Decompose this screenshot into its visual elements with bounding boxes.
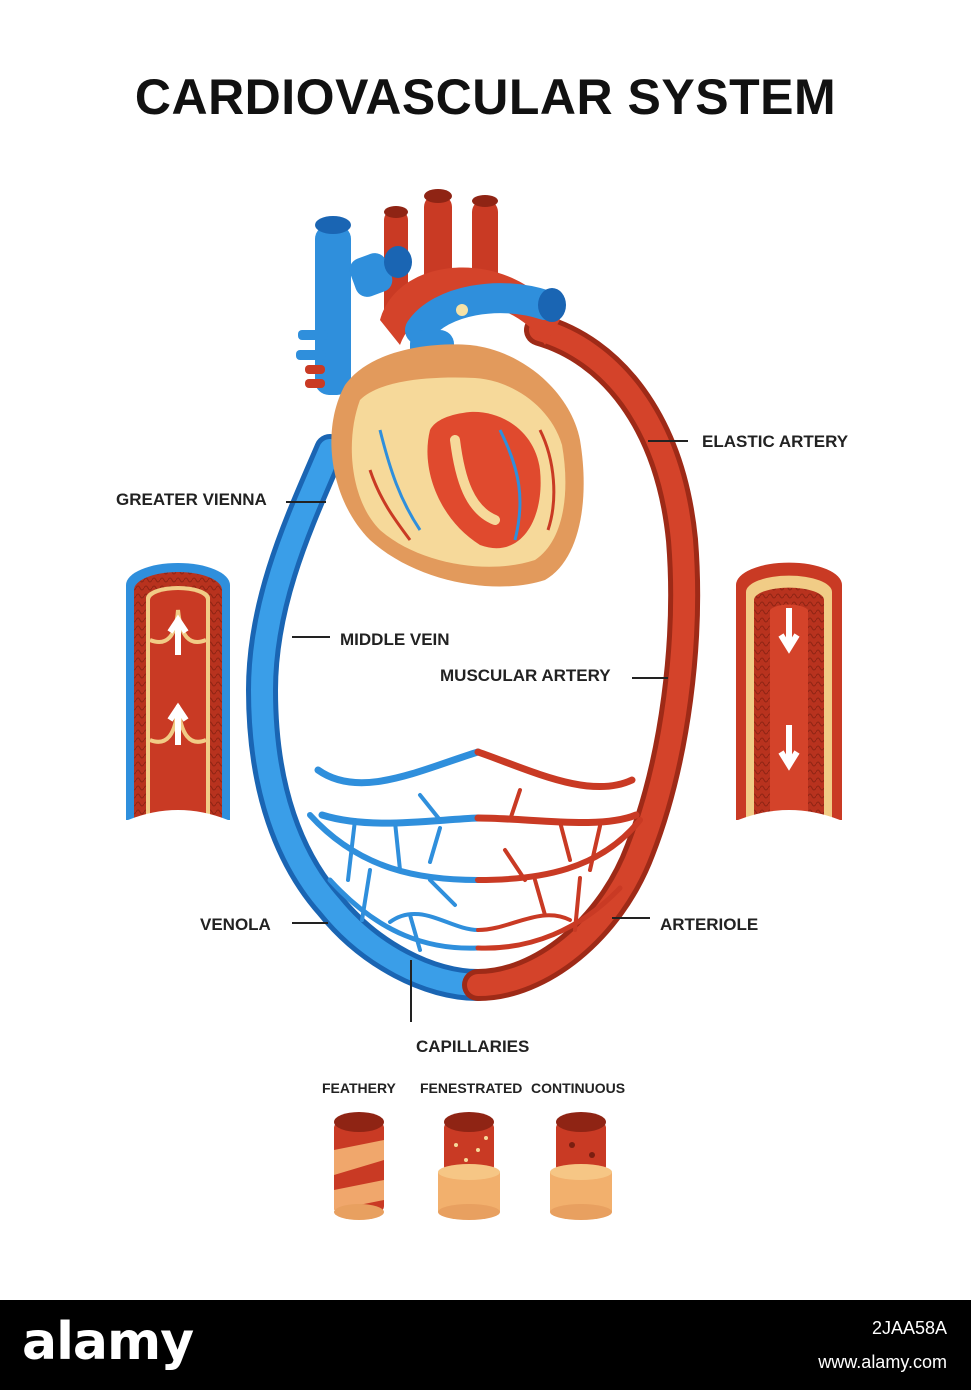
artery-cross-section (736, 562, 842, 820)
label-elastic-artery: ELASTIC ARTERY (702, 432, 849, 451)
label-feathery: FEATHERY (322, 1080, 396, 1096)
label-venola: VENOLA (200, 915, 271, 934)
label-middle-vein: MIDDLE VEIN (340, 630, 450, 649)
circulation-diagram (126, 189, 842, 1220)
image-id: 2JAA58A (871, 1318, 947, 1338)
elastic-artery (462, 314, 701, 1001)
label-fenestrated: FENESTRATED (420, 1080, 523, 1096)
capillary-network-vein (307, 748, 482, 952)
label-arteriole: ARTERIOLE (660, 915, 759, 934)
capillary-continuous (550, 1112, 612, 1220)
label-muscular-artery: MUSCULAR ARTERY (440, 666, 611, 685)
heart-illustration (296, 189, 584, 587)
page-title: CARDIOVASCULAR SYSTEM (134, 69, 837, 125)
watermark-footer: alamy 2JAA58A www.alamy.com (0, 1300, 971, 1390)
capillary-feathery (334, 1112, 384, 1220)
label-capillaries: CAPILLARIES (416, 1037, 530, 1056)
site-url: www.alamy.com (818, 1352, 947, 1372)
leader-lines (286, 440, 688, 1022)
capillary-fenestrated (438, 1112, 500, 1220)
label-greater-vienna: GREATER VIENNA (116, 490, 267, 509)
capillary-network-artery (474, 748, 643, 951)
label-continuous: CONTINUOUS (531, 1080, 626, 1096)
alamy-logo: alamy (22, 1312, 194, 1372)
vein-cross-section (126, 563, 230, 820)
greater-vein (245, 434, 494, 1001)
